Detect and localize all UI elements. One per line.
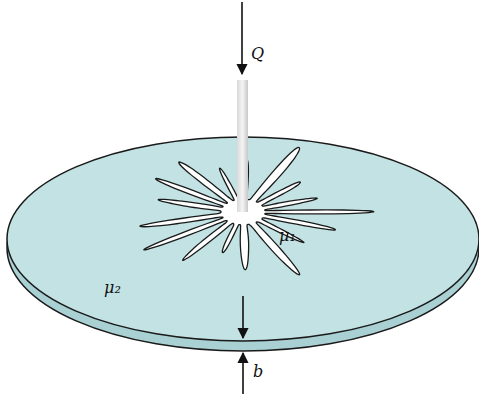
flow-arrow	[241, 2, 243, 74]
inner-viscosity-label: μ₁	[279, 228, 296, 244]
viscous-fingering-pattern	[140, 147, 374, 274]
finger-outline	[140, 147, 374, 274]
flow-rate-label: Q	[251, 46, 264, 62]
injection-tube	[237, 80, 248, 212]
gap-label: b	[253, 364, 263, 380]
outer-viscosity-label: μ₂	[104, 280, 121, 296]
gap-arrow	[242, 296, 244, 338]
gap-arrow	[242, 353, 244, 394]
